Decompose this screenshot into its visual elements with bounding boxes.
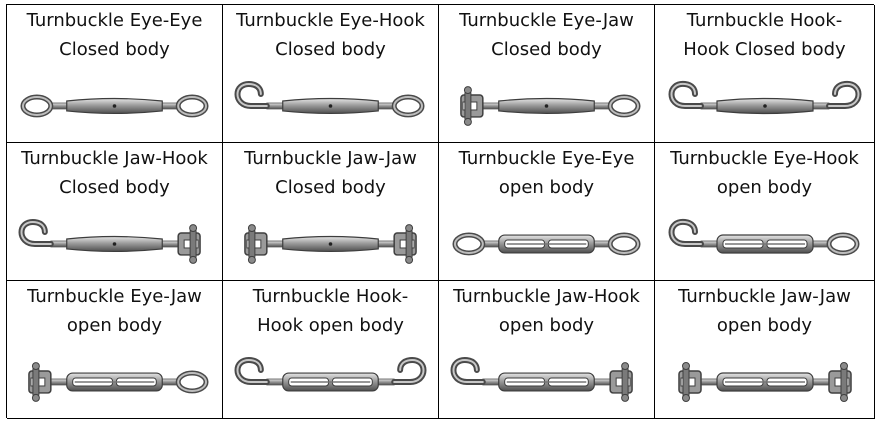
jaw-jaw-closed-turnbuckle-icon (233, 214, 428, 270)
turnbuckle-label: Turnbuckle Eye-Eye open body (439, 144, 654, 202)
label-line-2: open body (716, 315, 813, 336)
turnbuckle-label: Turnbuckle Jaw-Hook open body (439, 282, 654, 340)
turnbuckle-cell: Turnbuckle Eye-Hook open body (655, 143, 875, 281)
label-line-1: Turnbuckle Eye-Eye (26, 10, 203, 31)
label-line-1: Turnbuckle Hook- (686, 10, 843, 31)
hook-eye-open-turnbuckle-icon (665, 214, 864, 270)
label-line-2: Closed body (275, 39, 386, 60)
label-line-1: Turnbuckle Jaw-Jaw (244, 148, 417, 169)
jaw-jaw-open-turnbuckle-icon (665, 352, 864, 408)
turnbuckle-label: Turnbuckle Eye-Jaw open body (7, 282, 222, 340)
turnbuckle-cell: Turnbuckle Hook- Hook open body (223, 281, 439, 419)
label-line-2: open body (498, 177, 595, 198)
hook-hook-open-turnbuckle-icon (233, 352, 428, 408)
hook-eye-closed-turnbuckle-icon (233, 76, 428, 132)
label-line-2: Closed body (59, 177, 170, 198)
jaw-eye-closed-turnbuckle-icon (449, 76, 644, 132)
label-line-2: Closed body (59, 39, 170, 60)
hook-hook-closed-turnbuckle-icon (665, 76, 864, 132)
hook-jaw-open-turnbuckle-icon (449, 352, 644, 408)
turnbuckle-cell: Turnbuckle Eye-Eye open body (439, 143, 655, 281)
turnbuckle-cell: Turnbuckle Jaw-Jaw open body (655, 281, 875, 419)
label-line-1: Turnbuckle Jaw-Hook (21, 148, 208, 169)
turnbuckle-cell: Turnbuckle Jaw-Hook open body (439, 281, 655, 419)
label-line-2: Closed body (275, 177, 386, 198)
label-line-1: Turnbuckle Eye-Eye (458, 148, 635, 169)
label-line-1: Turnbuckle Eye-Hook (236, 10, 425, 31)
label-line-2: open body (498, 315, 595, 336)
label-line-1: Turnbuckle Eye-Jaw (27, 286, 202, 307)
turnbuckle-cell: Turnbuckle Eye-Jaw open body (7, 281, 223, 419)
turnbuckle-label: Turnbuckle Hook- Hook Closed body (655, 6, 874, 64)
label-line-1: Turnbuckle Eye-Jaw (459, 10, 634, 31)
label-line-2: Hook Closed body (683, 39, 846, 60)
turnbuckle-cell: Turnbuckle Hook- Hook Closed body (655, 5, 875, 143)
hook-jaw-closed-turnbuckle-icon (17, 214, 212, 270)
label-line-2: Closed body (491, 39, 602, 60)
label-line-1: Turnbuckle Jaw-Jaw (678, 286, 851, 307)
label-line-1: Turnbuckle Jaw-Hook (453, 286, 640, 307)
jaw-eye-open-turnbuckle-icon (17, 352, 212, 408)
label-line-2: Hook open body (257, 315, 404, 336)
turnbuckle-label: Turnbuckle Jaw-Jaw open body (655, 282, 874, 340)
label-line-2: open body (66, 315, 163, 336)
eye-eye-open-turnbuckle-icon (449, 214, 644, 270)
label-line-1: Turnbuckle Eye-Hook (670, 148, 859, 169)
eye-eye-closed-turnbuckle-icon (17, 76, 212, 132)
label-line-2: open body (716, 177, 813, 198)
turnbuckle-label: Turnbuckle Eye-Hook open body (655, 144, 874, 202)
turnbuckle-label: Turnbuckle Hook- Hook open body (223, 282, 438, 340)
label-line-1: Turnbuckle Hook- (252, 286, 409, 307)
